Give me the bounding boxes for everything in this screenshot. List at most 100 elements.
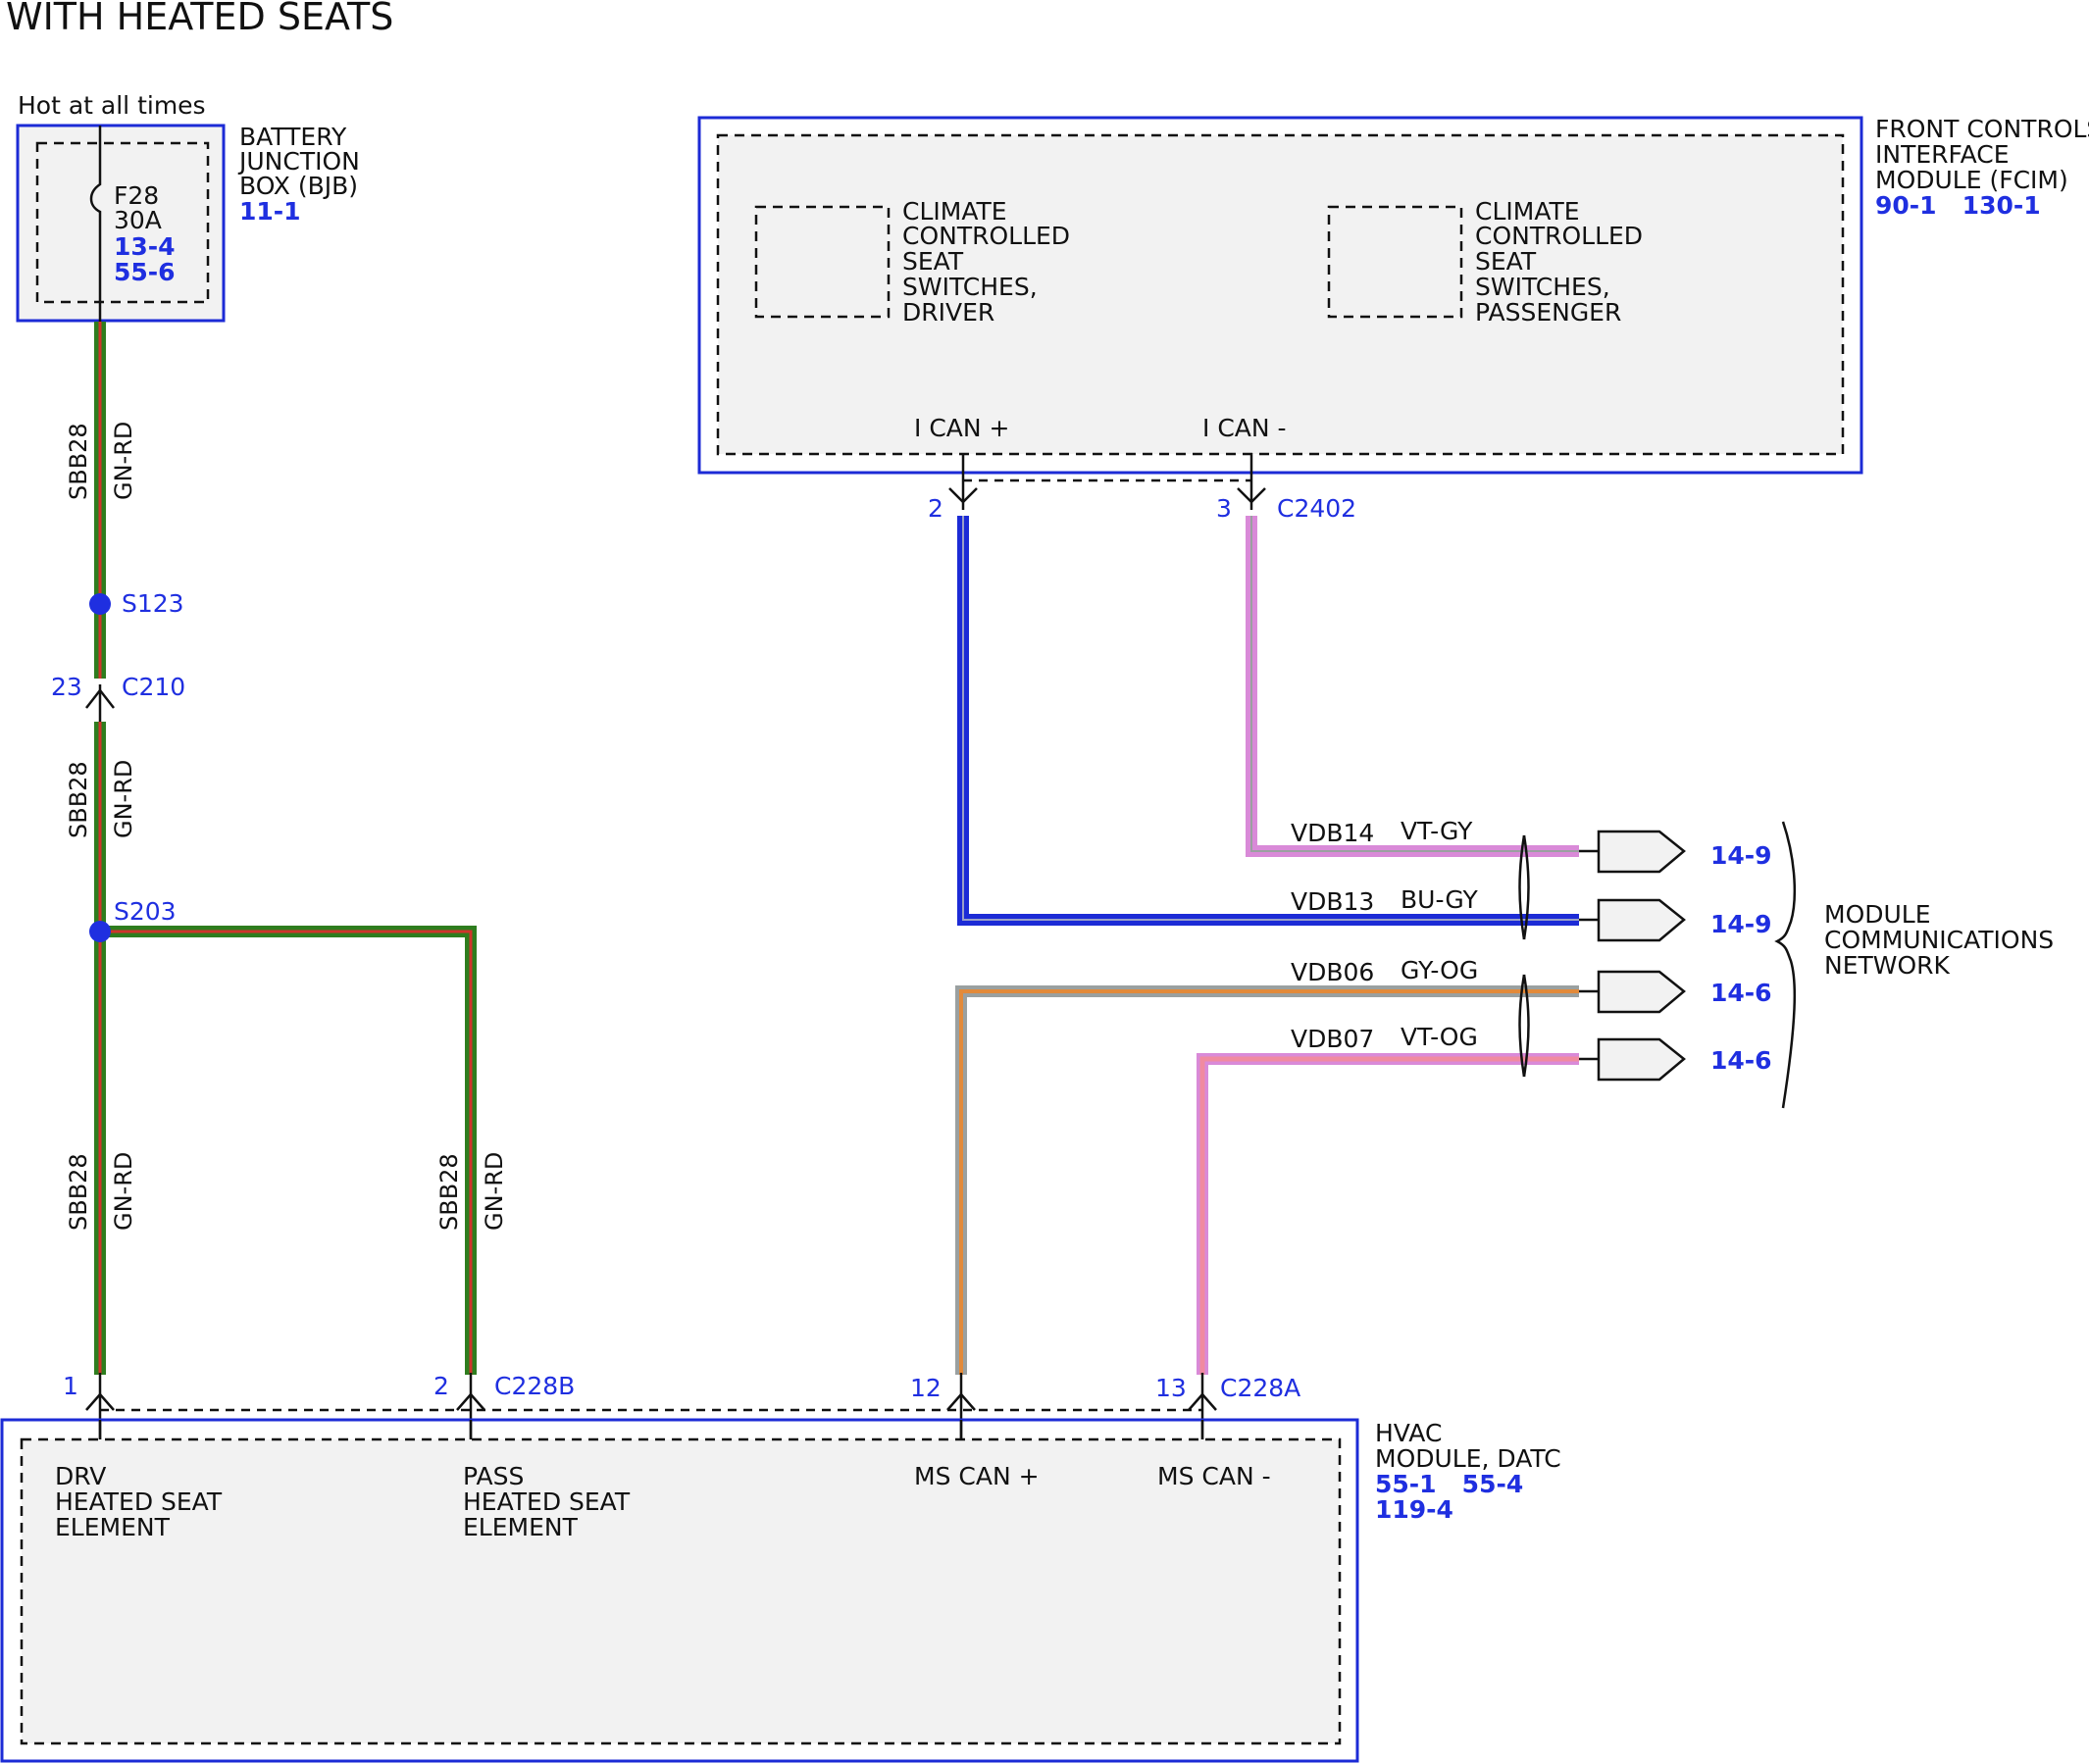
fuse-ref-2: 55-6 <box>114 258 176 286</box>
c228a-pin-13-num: 13 <box>1155 1374 1187 1402</box>
svg-text:HEATED SEAT: HEATED SEAT <box>55 1487 223 1516</box>
vdb07-color: VT-OG <box>1401 1023 1478 1051</box>
fuse-ref-1: 13-4 <box>114 232 176 261</box>
passenger-seat-switches-label: CLIMATE CONTROLLED SEAT SWITCHES, PASSEN… <box>1475 197 1643 327</box>
c228b-label: C228B <box>494 1372 575 1400</box>
svg-text:BOX (BJB): BOX (BJB) <box>239 172 358 200</box>
hvac-refs-1: 55-1 55-4 <box>1375 1470 1523 1498</box>
splice-s123 <box>89 593 111 615</box>
hvac-module-name: HVAC MODULE, DATC 55-1 55-4 119-4 <box>1375 1419 1561 1524</box>
svg-text:NETWORK: NETWORK <box>1824 951 1951 980</box>
svg-text:JUNCTION: JUNCTION <box>237 147 360 176</box>
i-can-minus-label: I CAN - <box>1202 414 1287 442</box>
wire-vdb07 <box>1197 1053 1579 1375</box>
wire-vdb06 <box>955 985 1579 1375</box>
vdb14-color: VT-GY <box>1401 817 1473 845</box>
wire-color-label: GN-RD <box>110 422 137 500</box>
ref-link-14-9-b[interactable]: 14-9 <box>1710 910 1772 938</box>
hvac-refs-2: 119-4 <box>1375 1495 1453 1524</box>
svg-text:FRONT CONTROLS: FRONT CONTROLS <box>1875 115 2089 143</box>
wire-circuit-label: SBB28 <box>435 1153 463 1231</box>
vdb06-circuit: VDB06 <box>1291 958 1374 986</box>
splice-s203 <box>89 921 111 942</box>
svg-text:ELEMENT: ELEMENT <box>463 1513 579 1541</box>
vdb14-circuit: VDB14 <box>1291 819 1374 847</box>
wire-vdb14 <box>1246 516 1579 857</box>
fcim-box <box>697 116 1863 475</box>
wire-circuit-label: SBB28 <box>65 761 92 838</box>
wire-vdb13 <box>957 516 1579 926</box>
ref-link-14-6-b[interactable]: 14-6 <box>1710 1046 1772 1075</box>
connector-c2402-pin-2 <box>948 453 978 510</box>
svg-text:SEAT: SEAT <box>1475 247 1537 276</box>
driver-seat-switches-box <box>754 205 891 319</box>
svg-text:CLIMATE: CLIMATE <box>1475 197 1580 226</box>
c228a-label: C228A <box>1220 1374 1300 1402</box>
off-page-arrow-vdb07 <box>1579 1037 1686 1082</box>
svg-text:COMMUNICATIONS: COMMUNICATIONS <box>1824 926 2054 954</box>
connector-c210 <box>85 679 115 722</box>
svg-text:CONTROLLED: CONTROLLED <box>1475 222 1643 250</box>
vdb06-color: GY-OG <box>1401 956 1478 984</box>
svg-text:HVAC: HVAC <box>1375 1419 1442 1447</box>
driver-seat-switches-label: CLIMATE CONTROLLED SEAT SWITCHES, DRIVER <box>902 197 1070 327</box>
network-brace <box>1774 821 1797 1109</box>
fuse-f28-symbol <box>89 126 102 324</box>
c210-label: C210 <box>122 673 185 701</box>
network-label: MODULE COMMUNICATIONS NETWORK <box>1824 900 2054 980</box>
splice-s203-label: S203 <box>114 897 177 926</box>
svg-text:DRIVER: DRIVER <box>902 298 994 327</box>
wire-circuit-label: SBB28 <box>65 423 92 500</box>
c228b-pin-1-num: 1 <box>63 1372 78 1400</box>
wire-circuit-label: SBB28 <box>65 1153 92 1231</box>
svg-text:INTERFACE: INTERFACE <box>1875 140 2010 169</box>
off-page-arrow-vdb14 <box>1579 830 1686 874</box>
ref-link-14-6-a[interactable]: 14-6 <box>1710 979 1772 1007</box>
svg-text:ELEMENT: ELEMENT <box>55 1513 171 1541</box>
fcim-name: FRONT CONTROLS INTERFACE MODULE (FCIM) 9… <box>1875 115 2089 220</box>
off-page-arrow-vdb13 <box>1579 898 1686 942</box>
c210-pin: 23 <box>51 673 82 701</box>
svg-text:SWITCHES,: SWITCHES, <box>902 273 1038 301</box>
hvac-module-box <box>0 1418 1359 1763</box>
c228a-pin-12-num: 12 <box>910 1374 942 1402</box>
splice-s123-label: S123 <box>122 589 184 618</box>
hot-at-all-times-label: Hot at all times <box>18 91 206 120</box>
c228b-pin-2-num: 2 <box>433 1372 449 1400</box>
off-page-arrow-vdb06 <box>1579 970 1686 1014</box>
hvac-module-inner-box <box>20 1437 1342 1745</box>
bjb-inner-box <box>35 141 210 304</box>
bjb-ref: 11-1 <box>239 197 301 226</box>
svg-text:MODULE, DATC: MODULE, DATC <box>1375 1444 1561 1473</box>
wire-color-label: GN-RD <box>110 760 137 838</box>
svg-text:PASS: PASS <box>463 1462 524 1490</box>
passenger-seat-switches-box <box>1327 205 1463 319</box>
vdb07-circuit: VDB07 <box>1291 1025 1374 1053</box>
svg-text:MODULE (FCIM): MODULE (FCIM) <box>1875 166 2068 194</box>
bjb-name: BATTERY JUNCTION BOX (BJB) 11-1 <box>237 123 360 226</box>
ms-can-minus-label: MS CAN - <box>1157 1462 1271 1490</box>
c2402-pin-3-num: 3 <box>1216 494 1232 523</box>
fuse-rating: 30A <box>114 206 162 234</box>
twisted-pair-marker-1 <box>1518 834 1530 940</box>
svg-text:HEATED SEAT: HEATED SEAT <box>463 1487 631 1516</box>
vdb13-color: BU-GY <box>1401 885 1479 914</box>
svg-text:MODULE: MODULE <box>1824 900 1931 929</box>
wire-color-label: GN-RD <box>481 1152 508 1231</box>
pass-heated-seat-label: PASS HEATED SEAT ELEMENT <box>463 1462 631 1541</box>
svg-text:DRV: DRV <box>55 1462 106 1490</box>
svg-text:BATTERY: BATTERY <box>239 123 347 151</box>
svg-text:CLIMATE: CLIMATE <box>902 197 1007 226</box>
svg-text:SEAT: SEAT <box>902 247 964 276</box>
drv-heated-seat-label: DRV HEATED SEAT ELEMENT <box>55 1462 223 1541</box>
ref-link-14-9-a[interactable]: 14-9 <box>1710 841 1772 870</box>
c2402-label: C2402 <box>1277 494 1356 523</box>
page-title: WITH HEATED SEATS <box>6 0 393 38</box>
c2402-pin-2-num: 2 <box>928 494 943 523</box>
svg-text:CONTROLLED: CONTROLLED <box>902 222 1070 250</box>
fuse-name: F28 <box>114 181 159 210</box>
i-can-plus-label: I CAN + <box>914 414 1009 442</box>
ms-can-plus-label: MS CAN + <box>914 1462 1040 1490</box>
